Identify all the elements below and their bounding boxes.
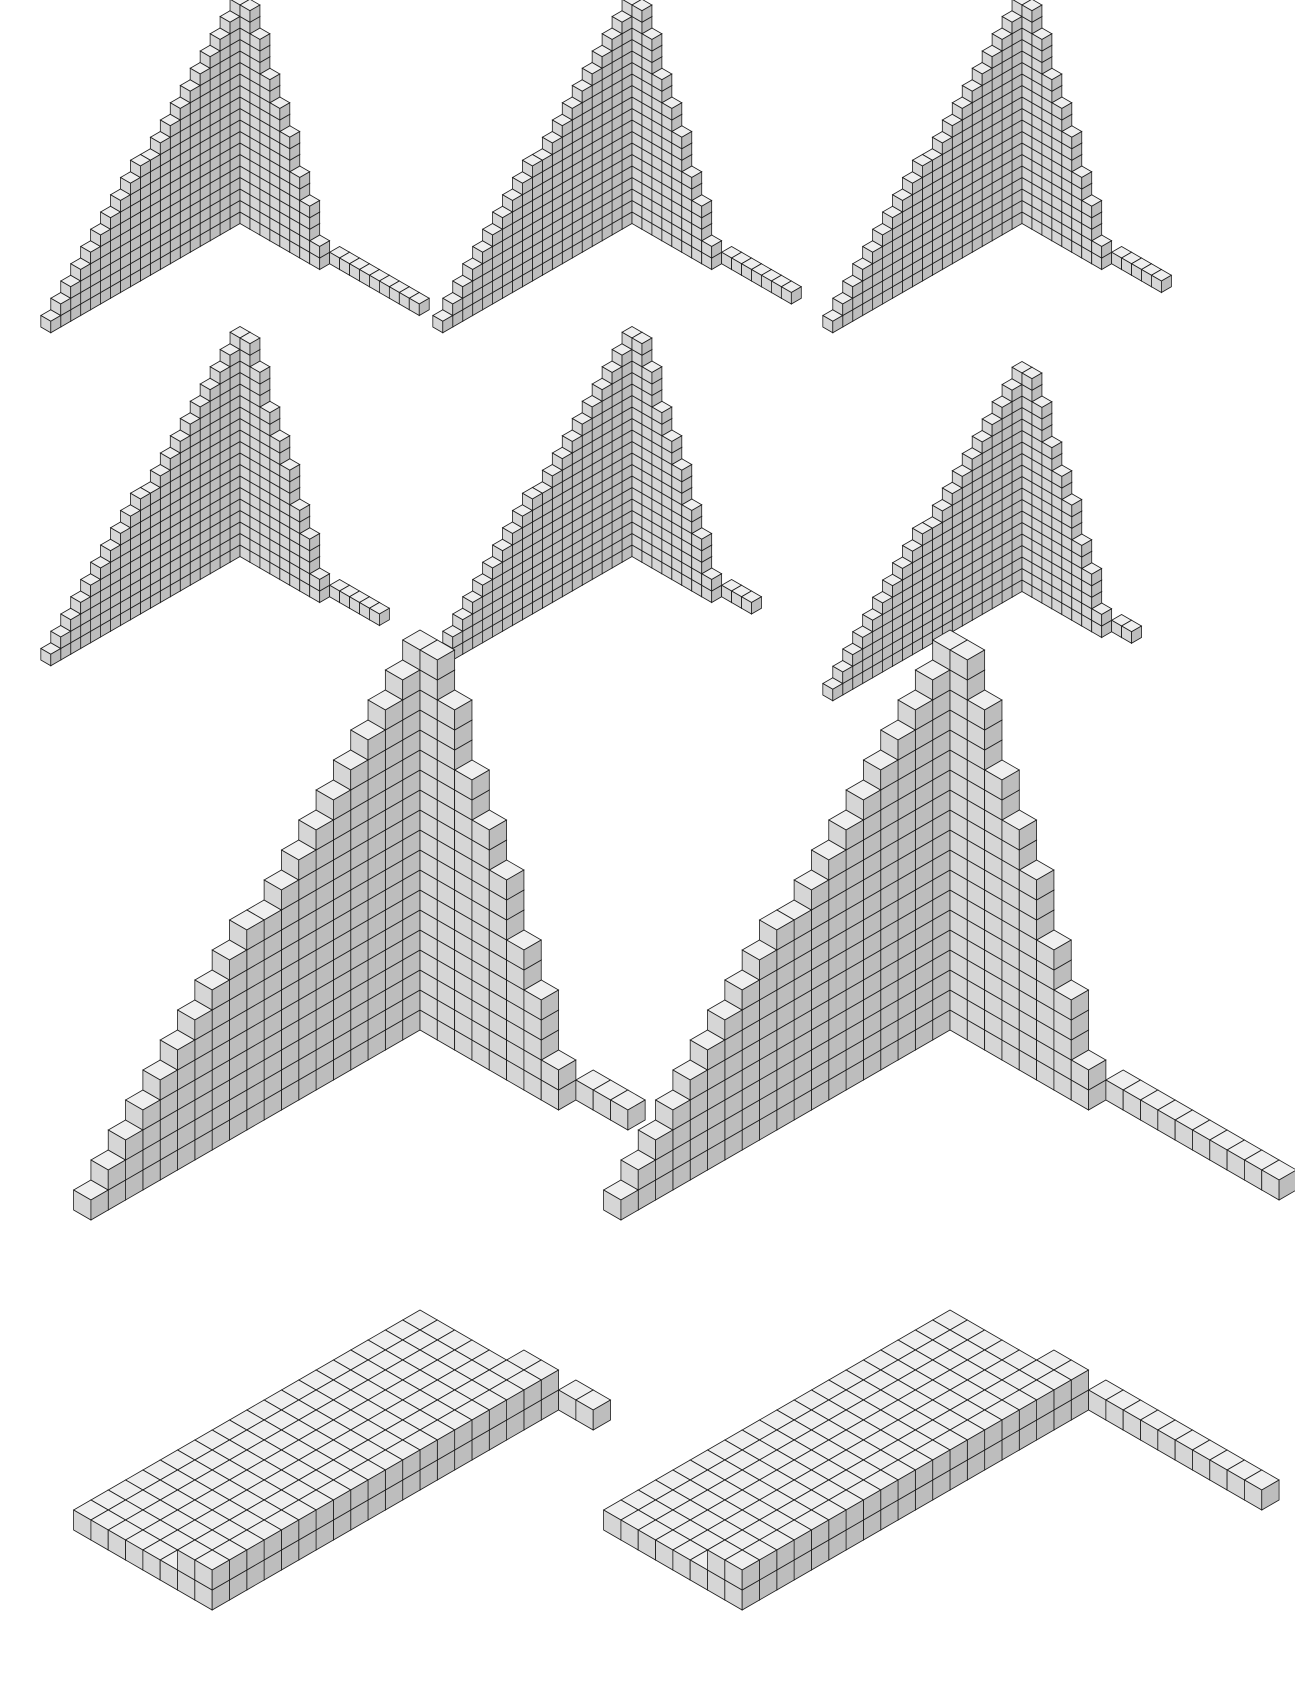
isometric-cube-figures <box>0 0 1295 1701</box>
